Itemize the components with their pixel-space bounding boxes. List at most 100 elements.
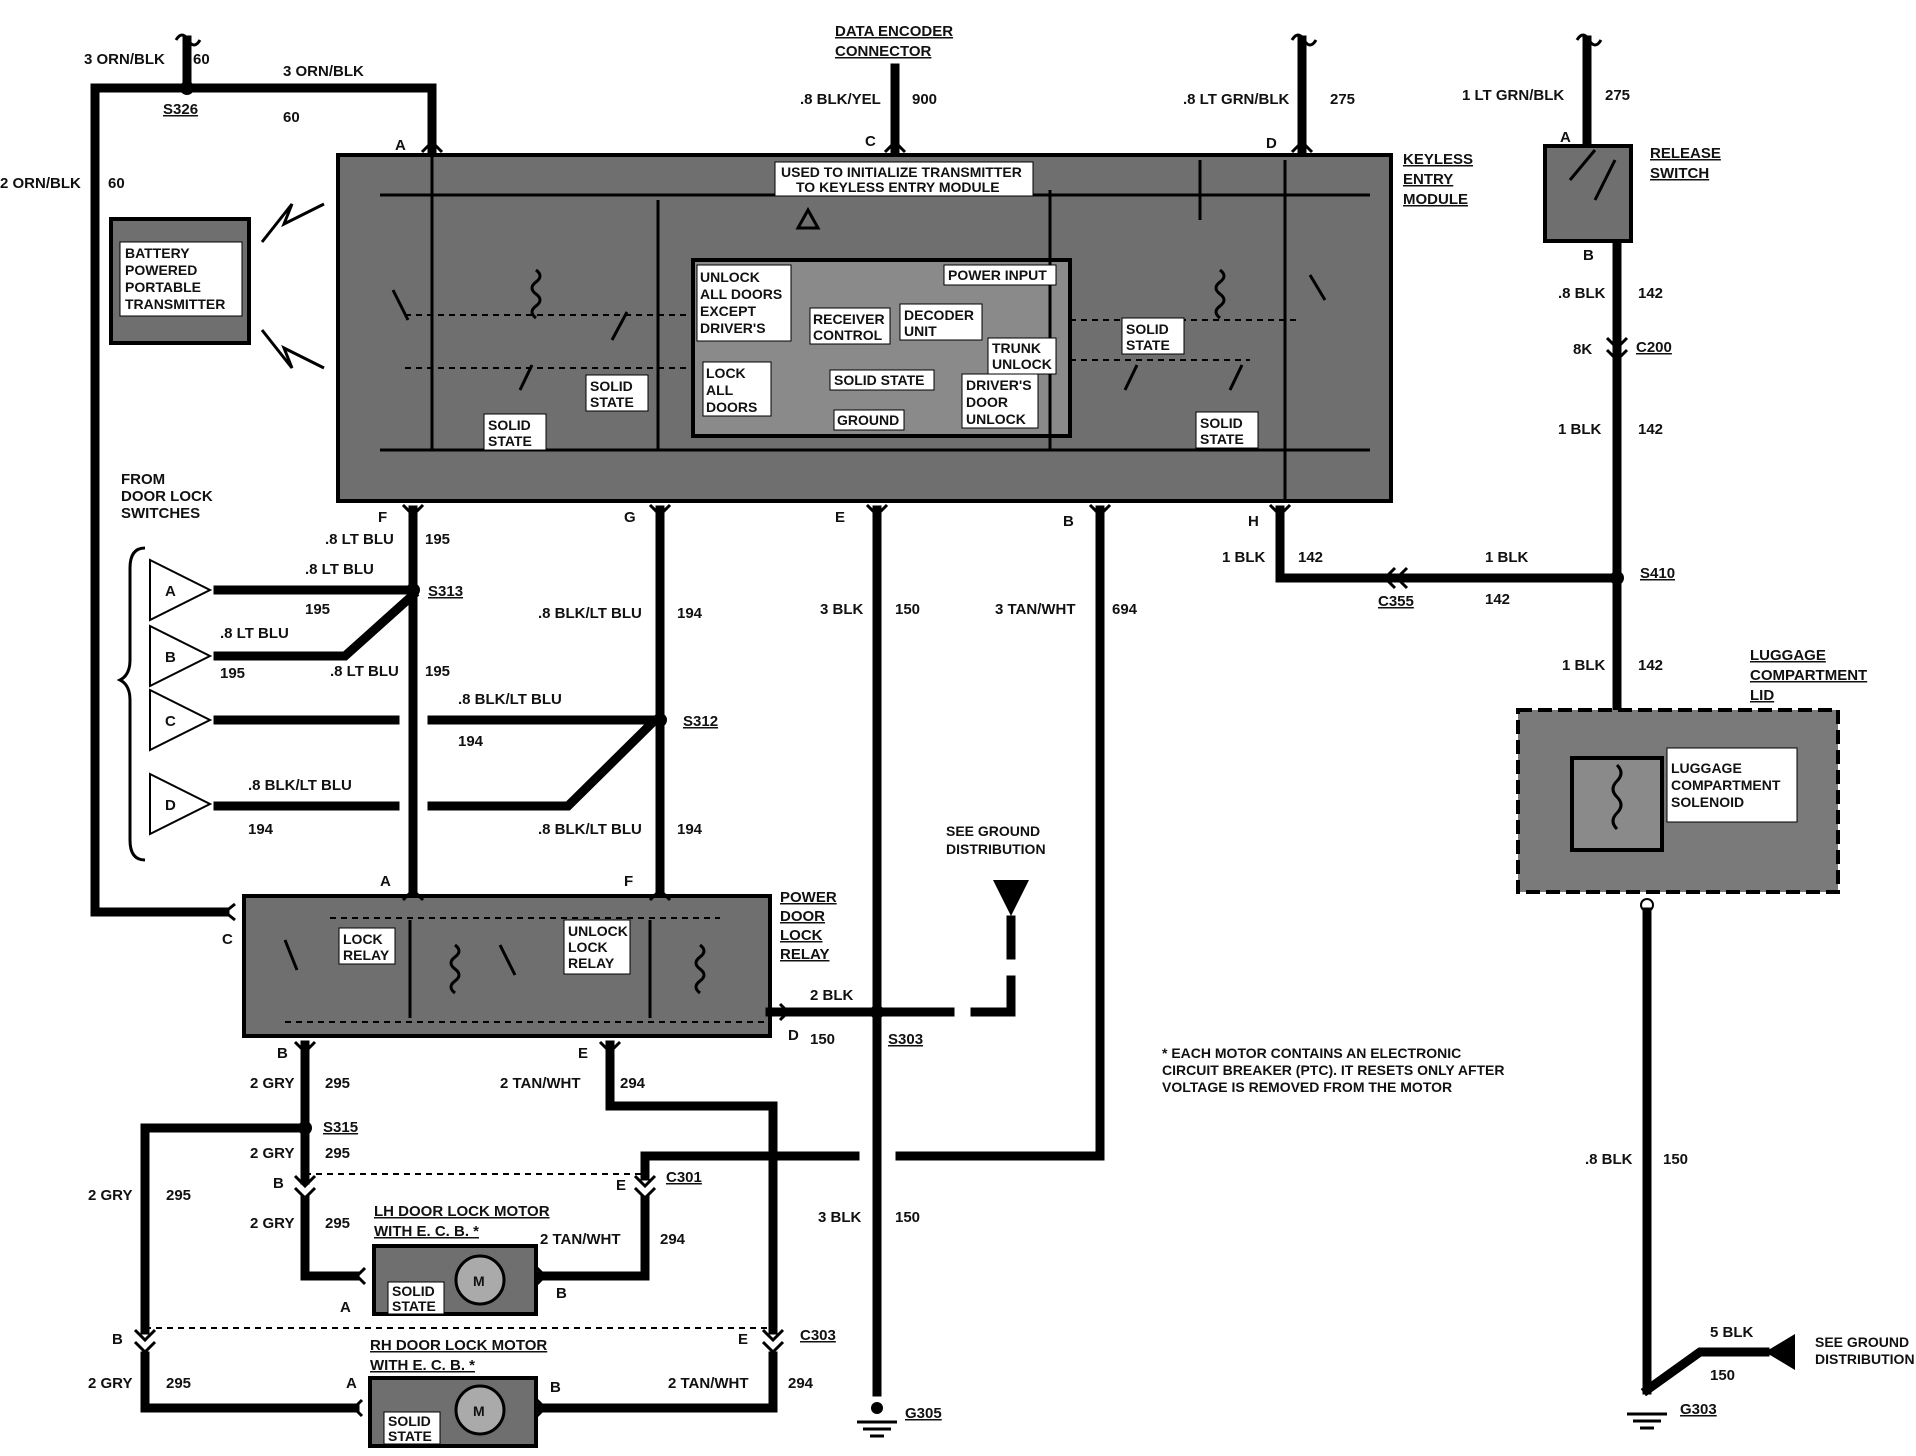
circuit-number: 195 [220, 665, 245, 682]
see-ground-label: DISTRIBUTION [946, 841, 1046, 857]
wire-label: 1 BLK [1485, 549, 1529, 566]
solid-state-label: STATE [1200, 431, 1244, 447]
wire-label: 1 BLK [1558, 421, 1602, 438]
module-name: ENTRY [1403, 171, 1453, 188]
release-switch-label: RELEASE [1650, 145, 1721, 162]
switch-label: C [165, 713, 176, 730]
unlock-relay-box [563, 919, 631, 975]
trunk-label: UNLOCK [992, 356, 1052, 372]
luggage-lid-label: COMPARTMENT [1750, 667, 1867, 684]
module-name: KEYLESS [1403, 151, 1473, 168]
init-note-box [774, 161, 1034, 197]
decoder-label: UNIT [904, 323, 937, 339]
circuit-number: 142 [1638, 285, 1663, 302]
wire-label: .8 LT BLU [330, 663, 399, 680]
wire-label: 2 ORN/BLK [0, 175, 81, 192]
circuit-number: 60 [108, 175, 125, 192]
wire-label: 2 GRY [250, 1075, 294, 1092]
relay-name: LOCK [780, 927, 823, 944]
motor-solid-state-box [383, 1411, 441, 1445]
transmitter-label-box [119, 241, 243, 317]
unlock-relay-label: LOCK [568, 939, 608, 955]
pin-label: A [1560, 129, 1571, 146]
motor-note: VOLTAGE IS REMOVED FROM THE MOTOR [1162, 1079, 1452, 1095]
lock-all-label: LOCK [706, 365, 746, 381]
unlock-all-label: EXCEPT [700, 303, 756, 319]
circuit-number: 194 [248, 821, 274, 838]
solenoid-label: LUGGAGE [1671, 760, 1742, 776]
wire-label: 2 TAN/WHT [500, 1075, 581, 1092]
transmitter-label: TRANSMITTER [125, 296, 225, 312]
module-name: MODULE [1403, 191, 1468, 208]
pin-label: E [578, 1045, 588, 1062]
ground-arrow-icon [1765, 1334, 1795, 1370]
from-switches-label: SWITCHES [121, 505, 200, 522]
motor-label: RH DOOR LOCK MOTOR [370, 1337, 547, 1354]
driver-door-label: UNLOCK [966, 411, 1026, 427]
init-note: USED TO INITIALIZE TRANSMITTER [781, 164, 1022, 180]
relay-name: RELAY [780, 946, 829, 963]
switch-label: A [165, 583, 176, 600]
motor-label: WITH E. C. B. * [370, 1357, 475, 1374]
pin-label: B [277, 1045, 288, 1062]
circuit-number: 150 [895, 601, 920, 618]
pin-label: D [1266, 135, 1277, 152]
motor-solid-state: STATE [388, 1428, 432, 1444]
switch-contact-icon [1568, 149, 1617, 201]
circuit-number: 295 [325, 1075, 350, 1092]
circuit-number: 194 [458, 733, 484, 750]
pin-label: B [112, 1331, 123, 1348]
unlock-relay-label: RELAY [568, 955, 615, 971]
circuit-number: 194 [677, 821, 703, 838]
circuit-number: 294 [660, 1231, 686, 1248]
circuit-number: 142 [1638, 421, 1663, 438]
wire-label: .8 BLK/LT BLU [538, 605, 642, 622]
circuit-number: 142 [1638, 657, 1663, 674]
wire-label: .8 LT BLU [325, 531, 394, 548]
circuit-number: 295 [166, 1375, 191, 1392]
from-switches-label: DOOR LOCK [121, 488, 213, 505]
pin-label: D [788, 1027, 799, 1044]
wire-label: .8 BLK/LT BLU [458, 691, 562, 708]
circuit-number: 150 [1710, 1367, 1735, 1384]
circuit-number: 195 [425, 531, 450, 548]
pin-label: E [738, 1331, 748, 1348]
motor-label: LH DOOR LOCK MOTOR [374, 1203, 550, 1220]
motor-note: CIRCUIT BREAKER (PTC). IT RESETS ONLY AF… [1162, 1062, 1505, 1078]
wire-label: 2 TAN/WHT [540, 1231, 621, 1248]
solid-state-label: SOLID STATE [834, 372, 924, 388]
solid-state-label: STATE [1126, 337, 1170, 353]
relay-name: DOOR [780, 908, 825, 925]
circuit-number: 275 [1330, 91, 1355, 108]
solid-state-label: STATE [590, 394, 634, 410]
circuit-number: 150 [1663, 1151, 1688, 1168]
pin-label: F [378, 509, 387, 526]
unlock-all-label: UNLOCK [700, 269, 760, 285]
receiver-box [809, 307, 891, 345]
circuit-number: 275 [1605, 87, 1630, 104]
connector-label: C303 [800, 1327, 836, 1344]
orn-blk-feed [90, 33, 444, 917]
solenoid-label: COMPARTMENT [1671, 777, 1781, 793]
connector-label: C200 [1636, 339, 1672, 356]
wire-label: 3 ORN/BLK [84, 51, 165, 68]
see-ground-label: DISTRIBUTION [1815, 1351, 1915, 1367]
motor-label: WITH E. C. B. * [374, 1223, 479, 1240]
module-internal-circuit [380, 155, 1370, 500]
transmitter-label: BATTERY [125, 245, 190, 261]
wire-label: 2 GRY [88, 1187, 132, 1204]
circuit-number: 142 [1298, 549, 1323, 566]
switch-label: B [165, 649, 176, 666]
see-ground-label: SEE GROUND [1815, 1334, 1909, 1350]
lock-relay-box [338, 927, 396, 965]
trunk-box [987, 337, 1057, 375]
ground-symbol-icon [857, 1420, 897, 1438]
see-ground-label: SEE GROUND [946, 823, 1040, 839]
relay-name: POWER [780, 889, 837, 906]
wire-label: 8K [1573, 341, 1592, 358]
wire-label: 1 LT GRN/BLK [1462, 87, 1564, 104]
wire-label: 3 TAN/WHT [995, 601, 1076, 618]
wire-label: 2 GRY [250, 1215, 294, 1232]
ground-label: GROUND [837, 412, 899, 428]
